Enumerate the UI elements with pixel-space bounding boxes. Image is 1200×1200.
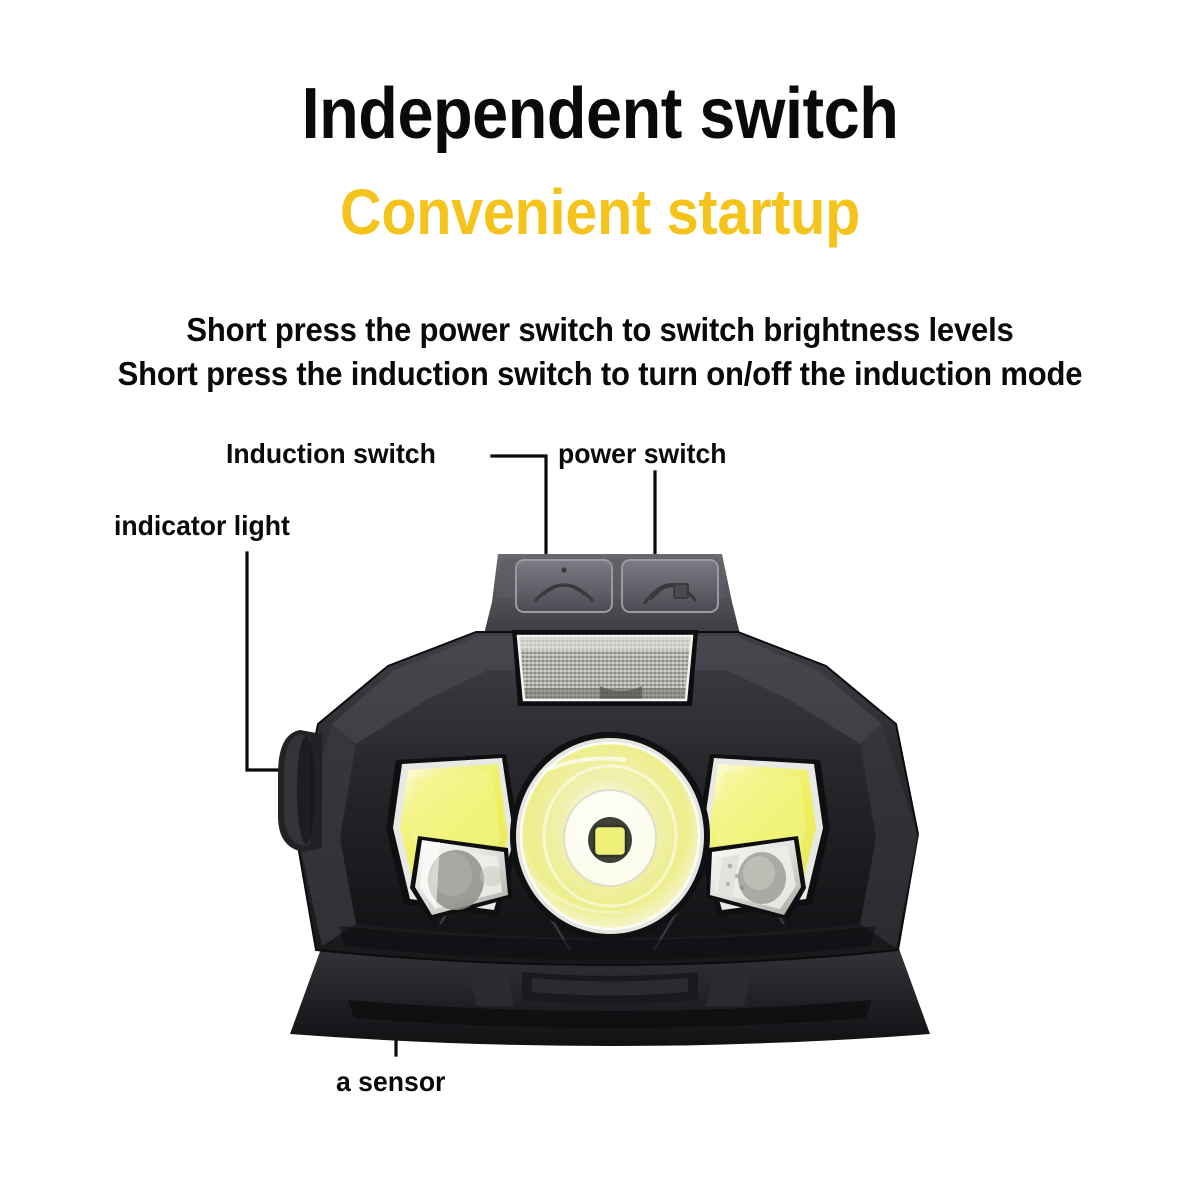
- page-title: Independent switch: [301, 74, 899, 154]
- callout-label-induction-switch: Induction switch: [226, 438, 436, 469]
- button-pad: [484, 554, 740, 634]
- instruction-block: Short press the power switch to switch b…: [0, 308, 1200, 396]
- callout-label-sensor: a sensor: [336, 1066, 446, 1097]
- lower-shading: [340, 926, 876, 960]
- callout-label-indicator-light: indicator light: [114, 510, 290, 541]
- red-led-strip: [512, 630, 698, 706]
- center-spot-lens: [510, 732, 710, 940]
- aux-lens-right: [706, 836, 806, 920]
- indicator-tab: [278, 730, 322, 852]
- power-icon: [643, 583, 697, 605]
- instruction-line-1: Short press the power switch to switch b…: [186, 311, 1014, 348]
- instruction-line-2: Short press the induction switch to turn…: [117, 355, 1083, 392]
- page-subtitle: Convenient startup: [339, 176, 860, 248]
- callout-label-power-switch: power switch: [558, 438, 727, 469]
- sensor-lens-left: [410, 836, 512, 920]
- power-button: [621, 559, 719, 613]
- headlamp-illustration: [270, 548, 950, 1058]
- mount-bracket: [290, 946, 930, 1046]
- sensor-wave-icon: [534, 567, 594, 602]
- induction-button: [515, 559, 613, 613]
